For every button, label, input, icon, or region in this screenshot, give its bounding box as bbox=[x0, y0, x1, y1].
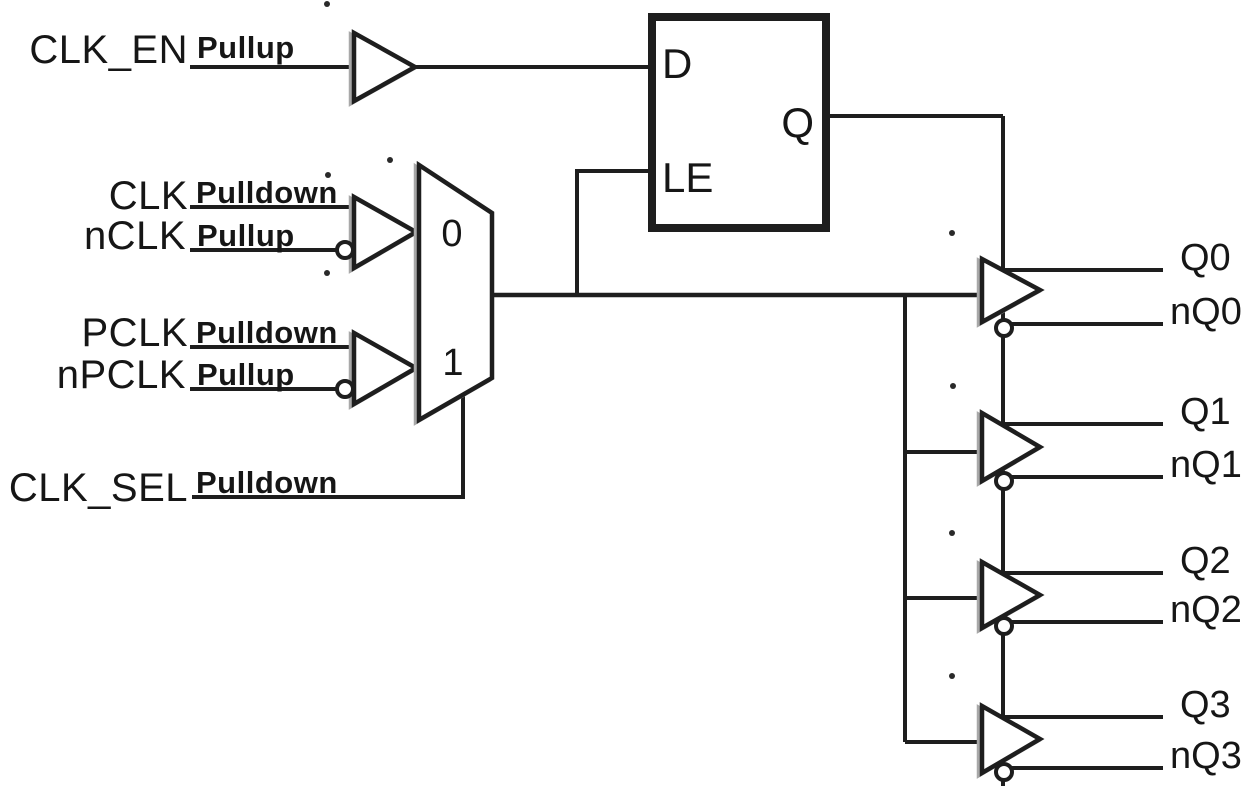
nq0-inversion-bubble bbox=[994, 318, 1014, 338]
nq2-inversion-bubble bbox=[994, 616, 1014, 636]
clk-sel-pull-label: Pulldown bbox=[196, 465, 338, 500]
nclk-label: nCLK bbox=[84, 214, 186, 258]
clk-pull-label: Pulldown bbox=[196, 175, 338, 210]
nq2-label: nQ2 bbox=[1170, 589, 1242, 631]
q0-label: Q0 bbox=[1180, 237, 1231, 279]
output-buffer-0-icon bbox=[979, 255, 1045, 326]
output-buffer-3-icon bbox=[979, 702, 1045, 777]
nq0-label: nQ0 bbox=[1170, 291, 1242, 333]
clk-sel-label: CLK_SEL bbox=[9, 466, 188, 510]
q2-label: Q2 bbox=[1180, 540, 1231, 582]
clk-en-buffer-icon bbox=[351, 29, 420, 105]
clk-label: CLK bbox=[109, 174, 188, 218]
pclk-diff-buffer-icon bbox=[351, 329, 421, 408]
clk-en-label: CLK_EN bbox=[29, 28, 188, 72]
input-labels: CLK_EN Pullup CLK Pulldown nCLK Pullup P… bbox=[9, 28, 338, 510]
q1-label: Q1 bbox=[1180, 391, 1231, 433]
mux-icon bbox=[416, 160, 495, 424]
dot-artifact bbox=[325, 172, 331, 178]
latch-le-pin-label: LE bbox=[662, 154, 713, 201]
dot-artifact bbox=[949, 530, 955, 536]
output-buffer-2: Q2 nQ2 bbox=[976, 540, 1242, 636]
dot-artifact bbox=[324, 270, 330, 276]
npclk-pull-label: Pullup bbox=[197, 357, 295, 392]
mux-input-1-label: 1 bbox=[442, 342, 463, 384]
clk-en-pull-label: Pullup bbox=[197, 30, 295, 65]
clock-select-mux: 0 1 bbox=[413, 160, 495, 426]
latch-body bbox=[648, 13, 830, 232]
output-buffer-1-icon bbox=[979, 409, 1045, 485]
npclk-inversion-bubble bbox=[335, 379, 355, 399]
dot-artifact bbox=[949, 673, 955, 679]
nclk-inversion-bubble bbox=[335, 240, 355, 260]
nq3-label: nQ3 bbox=[1170, 735, 1242, 777]
output-buffer-1: Q1 nQ1 bbox=[976, 391, 1242, 491]
dot-artifact bbox=[949, 230, 955, 236]
nq3-inversion-bubble bbox=[994, 762, 1014, 782]
pclk-label: PCLK bbox=[82, 311, 189, 355]
latch-d-pin-label: D bbox=[662, 40, 692, 87]
nq1-label: nQ1 bbox=[1170, 444, 1242, 486]
output-buffer-2-icon bbox=[979, 558, 1045, 632]
clk-en-buffer bbox=[348, 29, 420, 107]
pclk-pull-label: Pulldown bbox=[196, 315, 338, 350]
dot-artifact bbox=[387, 157, 393, 163]
output-buffer-3: Q3 nQ3 bbox=[976, 684, 1242, 782]
wire-le-riser bbox=[575, 169, 652, 295]
nq1-inversion-bubble bbox=[994, 471, 1014, 491]
npclk-label: nPCLK bbox=[57, 353, 186, 397]
clk-diff-buffer bbox=[335, 193, 421, 274]
latch-q-pin-label: Q bbox=[781, 99, 814, 146]
pclk-diff-buffer bbox=[335, 329, 421, 410]
mux-input-0-label: 0 bbox=[441, 213, 462, 255]
q3-label: Q3 bbox=[1180, 684, 1231, 726]
nclk-pull-label: Pullup bbox=[197, 218, 295, 253]
wire-clk-sel bbox=[192, 396, 465, 499]
dot-artifact bbox=[950, 383, 956, 389]
output-buffer-0: Q0 nQ0 bbox=[976, 237, 1242, 338]
dot-artifact bbox=[324, 1, 330, 7]
d-latch: D LE Q bbox=[648, 13, 830, 232]
artifact-dots bbox=[324, 1, 956, 679]
clk-diff-buffer-icon bbox=[351, 193, 421, 272]
